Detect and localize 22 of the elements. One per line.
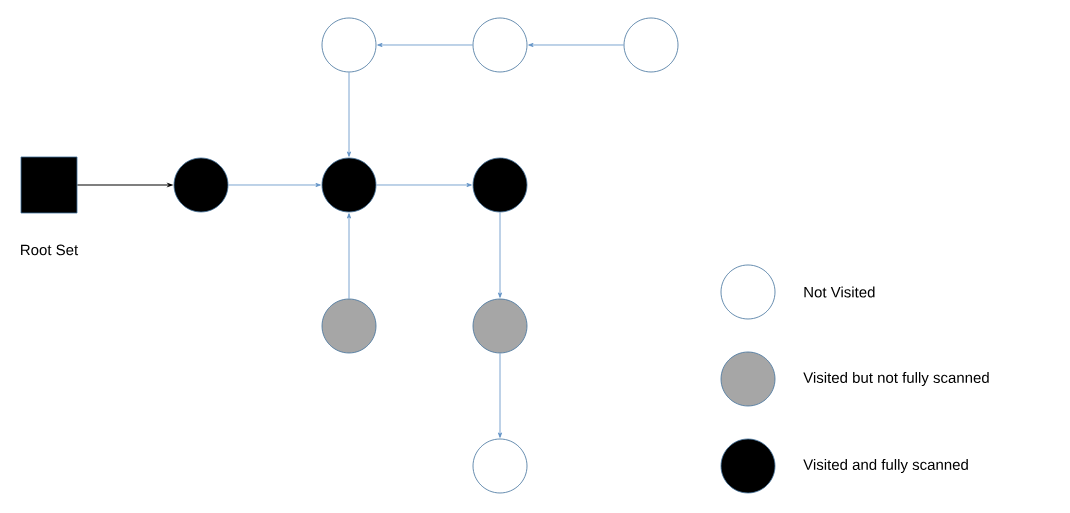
- graph-node: [321, 17, 377, 73]
- graph-node: [472, 298, 528, 354]
- arrow: [528, 43, 624, 47]
- root-square: [20, 156, 78, 214]
- legend-label: Visited and fully scanned: [803, 459, 968, 473]
- legend-label: Visited but not fully scanned: [803, 372, 989, 386]
- graph-node: [173, 157, 229, 213]
- arrow: [377, 43, 473, 47]
- arrow: [347, 213, 351, 299]
- arrow: [376, 183, 472, 187]
- legend-label: Not Visited: [804, 286, 875, 298]
- graph-node: [623, 17, 679, 73]
- node-caption: Root Set: [21, 244, 79, 256]
- arrow: [228, 183, 321, 187]
- arrow: [347, 72, 351, 157]
- arrow: [498, 212, 502, 298]
- graph-node: [321, 157, 377, 213]
- graph-node: [321, 298, 377, 354]
- graph-node: [472, 157, 528, 213]
- graph-node: [472, 17, 528, 73]
- graph-node: [472, 438, 528, 494]
- arrow: [498, 353, 502, 438]
